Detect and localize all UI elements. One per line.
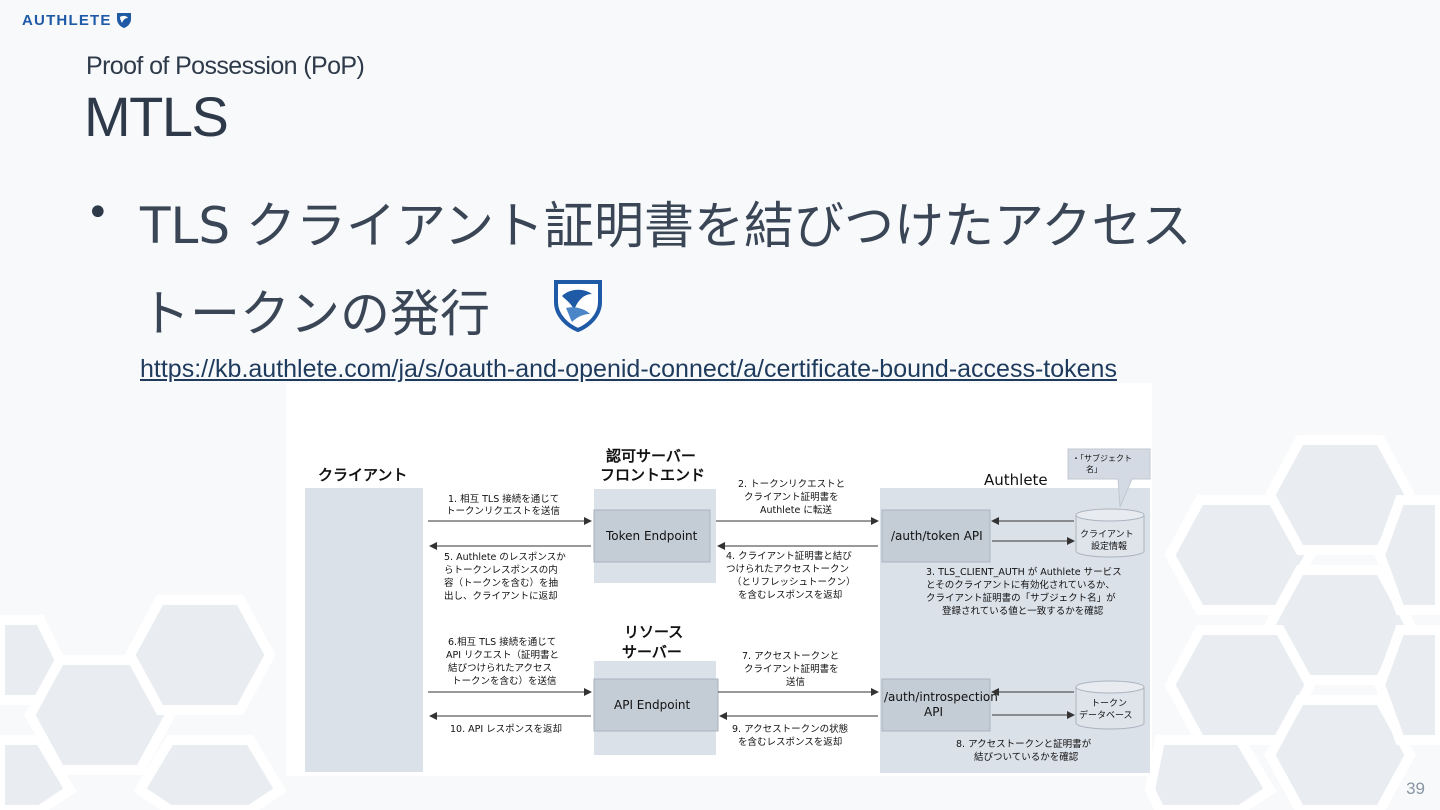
- bullet-text-line-2: トークンの発行: [140, 285, 490, 343]
- step-3-line-4: 登録されている値と一致するかを確認: [942, 605, 1104, 617]
- api-endpoint-label: API Endpoint: [614, 698, 691, 712]
- bullet-marker: •: [86, 190, 110, 236]
- step-9-line-2: を含むレスポンスを返却: [738, 736, 842, 748]
- token-db-label-2: データベース: [1079, 709, 1133, 721]
- authlete-logo: AUTHLETE: [22, 11, 133, 29]
- step-10-line-1: 10. API レスポンスを返却: [450, 723, 562, 735]
- bullet-text-line-1: TLS クライアント証明書を結びつけたアクセス: [140, 197, 1192, 255]
- auth-introspection-label-1: /auth/introspection: [884, 690, 998, 704]
- auth-introspection-label-2: API: [924, 705, 943, 719]
- client-config-db-icon: [1075, 508, 1145, 558]
- step-6-line-2: API リクエスト（証明書と: [446, 649, 559, 661]
- step-6-line-1: 6.相互 TLS 接続を通じて: [448, 636, 556, 648]
- api-endpoint-box: [593, 678, 719, 732]
- step-5-line-1: 5. Authlete のレスポンスか: [444, 552, 566, 563]
- step-3-line-1: 3. TLS_CLIENT_AUTH が Authlete サービス: [926, 566, 1122, 578]
- client-config-db-label-1: クライアント: [1080, 529, 1134, 540]
- auth-token-api-box: [881, 509, 991, 563]
- resource-heading-1: リソース: [624, 623, 683, 641]
- token-endpoint-label: Token Endpoint: [605, 529, 698, 543]
- client-config-db-label-2: 設定情報: [1091, 540, 1127, 552]
- subject-name-callout: [1067, 448, 1151, 508]
- client-heading: クライアント: [318, 466, 407, 484]
- slide-subtitle: Proof of Possession (PoP): [86, 52, 365, 80]
- step-6-line-4: トークンを含む）を送信: [452, 675, 557, 687]
- step-2-line-3: Authlete に転送: [760, 504, 832, 516]
- authlete-heading: Authlete: [984, 471, 1048, 489]
- step-6-line-3: 結びつけられたアクセス: [448, 662, 552, 674]
- step-2-line-1: 2. トークンリクエストと: [738, 479, 845, 490]
- token-endpoint-box: [593, 509, 711, 563]
- step-9-line-1: 9. アクセストークンの状態: [732, 723, 848, 735]
- slide-title: MTLS: [84, 85, 229, 148]
- step-7-line-1: 7. アクセストークンと: [742, 651, 839, 662]
- callout-label-2: 名」: [1086, 464, 1102, 474]
- step-1-line-1: 1. 相互 TLS 接続を通じて: [448, 493, 559, 505]
- step-5-line-2: らトークンレスポンスの内: [444, 564, 558, 576]
- step-3-line-3: クライアント証明書の「サブジェクト名」が: [926, 592, 1116, 604]
- auth-introspection-api-box: [881, 678, 991, 732]
- step-8-line-2: 結びついているかを確認: [974, 751, 1079, 763]
- auth-token-api-label: /auth/token API: [891, 529, 983, 543]
- resource-heading-2: サーバー: [622, 643, 682, 661]
- kb-article-link[interactable]: https://kb.authlete.com/ja/s/oauth-and-o…: [140, 355, 1117, 383]
- logo-shield-icon: [116, 13, 131, 28]
- mtls-flow-diagram: クライアント 認可サーバー フロントエンド リソース サーバー Authlete…: [286, 383, 1152, 776]
- step-5-line-3: 容（トークンを含む）を抽: [444, 577, 558, 589]
- step-7-line-2: クライアント証明書を: [744, 663, 839, 675]
- step-2-line-2: クライアント証明書を: [744, 491, 839, 503]
- authz-heading-1: 認可サーバー: [606, 447, 696, 465]
- callout-label-1: ・「サブジェクト: [1072, 453, 1132, 463]
- step-7-line-3: 送信: [786, 676, 805, 688]
- page-number: 39: [1406, 779, 1425, 798]
- step-5-line-4: 出し、クライアントに返却: [444, 590, 558, 602]
- step-4-line-1: 4. クライアント証明書と結び: [726, 550, 852, 562]
- token-db-label-1: トークン: [1091, 698, 1127, 709]
- token-db-icon: [1075, 680, 1145, 730]
- step-4-line-4: を含むレスポンスを返却: [738, 589, 842, 601]
- logo-text: AUTHLETE: [22, 11, 112, 29]
- step-4-line-2: つけられたアクセストークン: [726, 564, 849, 575]
- step-4-line-3: （とリフレッシュトークン）: [732, 576, 856, 588]
- fapi-shield-icon: [552, 278, 604, 336]
- client-column: [305, 488, 423, 772]
- step-3-line-2: とそのクライアントに有効化されているか、: [926, 579, 1115, 591]
- step-8-line-1: 8. アクセストークンと証明書が: [956, 738, 1092, 750]
- step-1-line-2: トークンリクエストを送信: [446, 505, 560, 517]
- authz-heading-2: フロントエンド: [600, 466, 705, 484]
